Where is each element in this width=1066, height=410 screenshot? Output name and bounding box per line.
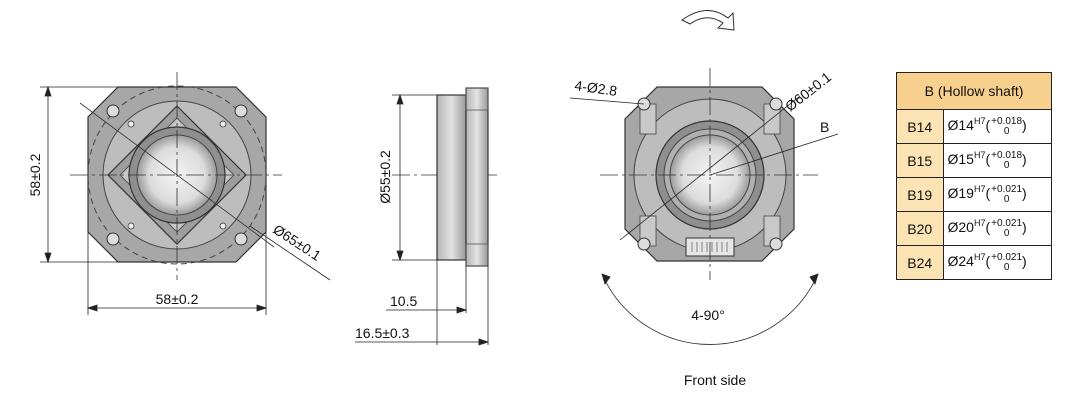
side-diameter-dim-label: Ø55±0.2	[377, 150, 393, 204]
tolerance-lower: 0	[1003, 227, 1010, 239]
bore-diameter: Ø19	[947, 185, 974, 202]
tolerance-upper: +0.021	[991, 183, 1023, 195]
tolerance-upper: +0.018	[991, 149, 1023, 161]
rotation-arrow-icon	[681, 10, 735, 31]
tolerance-upper: +0.021	[991, 251, 1023, 263]
side-body	[465, 87, 489, 267]
side-flange	[436, 94, 467, 261]
tolerance-upper: +0.021	[991, 217, 1023, 229]
left-width-dim-label: 58±0.2	[156, 291, 199, 307]
mounting-hole	[234, 104, 248, 118]
tolerance-lower: 0	[1003, 193, 1010, 205]
left-view-dimension-lines	[40, 85, 331, 315]
bore-code: B19	[896, 177, 944, 212]
bore-diameter: Ø15	[947, 151, 974, 168]
tolerance-lower: 0	[1003, 159, 1010, 171]
front-angle-label: 4-90°	[691, 307, 725, 323]
front-view-centerlines	[600, 68, 818, 280]
mounting-hole	[106, 232, 120, 246]
mounting-hole	[769, 237, 783, 251]
bore-code: B20	[896, 211, 944, 246]
side-depth-b-dim-label: 16.5±0.3	[355, 325, 410, 341]
bore-code: B24	[896, 245, 944, 280]
mounting-hole	[637, 237, 651, 251]
bore-diameter: Ø24	[947, 253, 974, 270]
hollow-shaft-table-header: B (Hollow shaft)	[896, 72, 1052, 110]
side-view: Ø55±0.2 10.5 16.5±0.3	[355, 87, 500, 346]
left-view: 58±0.2 58±0.2 Ø65±0.1	[27, 72, 331, 315]
fit-class: H7	[973, 116, 986, 127]
bore-diameter: Ø20	[947, 219, 974, 236]
fit-class: H7	[973, 218, 986, 229]
tolerance-lower: 0	[1003, 261, 1010, 273]
fit-class: H7	[973, 150, 986, 161]
mounting-hole	[106, 104, 120, 118]
tolerance-lower: 0	[1003, 125, 1010, 137]
mounting-hole	[769, 97, 783, 111]
front-bore-label: B	[820, 119, 829, 135]
bore-code: B14	[896, 109, 944, 144]
side-view-dimension-lines	[355, 93, 490, 346]
fit-class: H7	[973, 252, 986, 263]
front-view: 4-Ø2.8 Ø60±0.1 B 4-90°	[569, 10, 839, 345]
left-height-dim-label: 58±0.2	[27, 153, 43, 196]
left-view-centerlines	[70, 72, 282, 280]
tolerance-upper: +0.018	[991, 115, 1023, 127]
front-side-caption: Front side	[683, 372, 747, 388]
bore-code: B15	[896, 143, 944, 178]
left-diameter-dim-label: Ø65±0.1	[270, 221, 324, 264]
side-depth-a-dim-label: 10.5	[390, 293, 417, 309]
front-pcd-label: Ø60±0.1	[782, 69, 834, 115]
mounting-hole	[234, 232, 248, 246]
fit-class: H7	[973, 184, 986, 195]
bore-diameter: Ø14	[947, 117, 974, 134]
front-view-leaders	[569, 95, 839, 345]
front-holes-label: 4-Ø2.8	[574, 77, 619, 99]
